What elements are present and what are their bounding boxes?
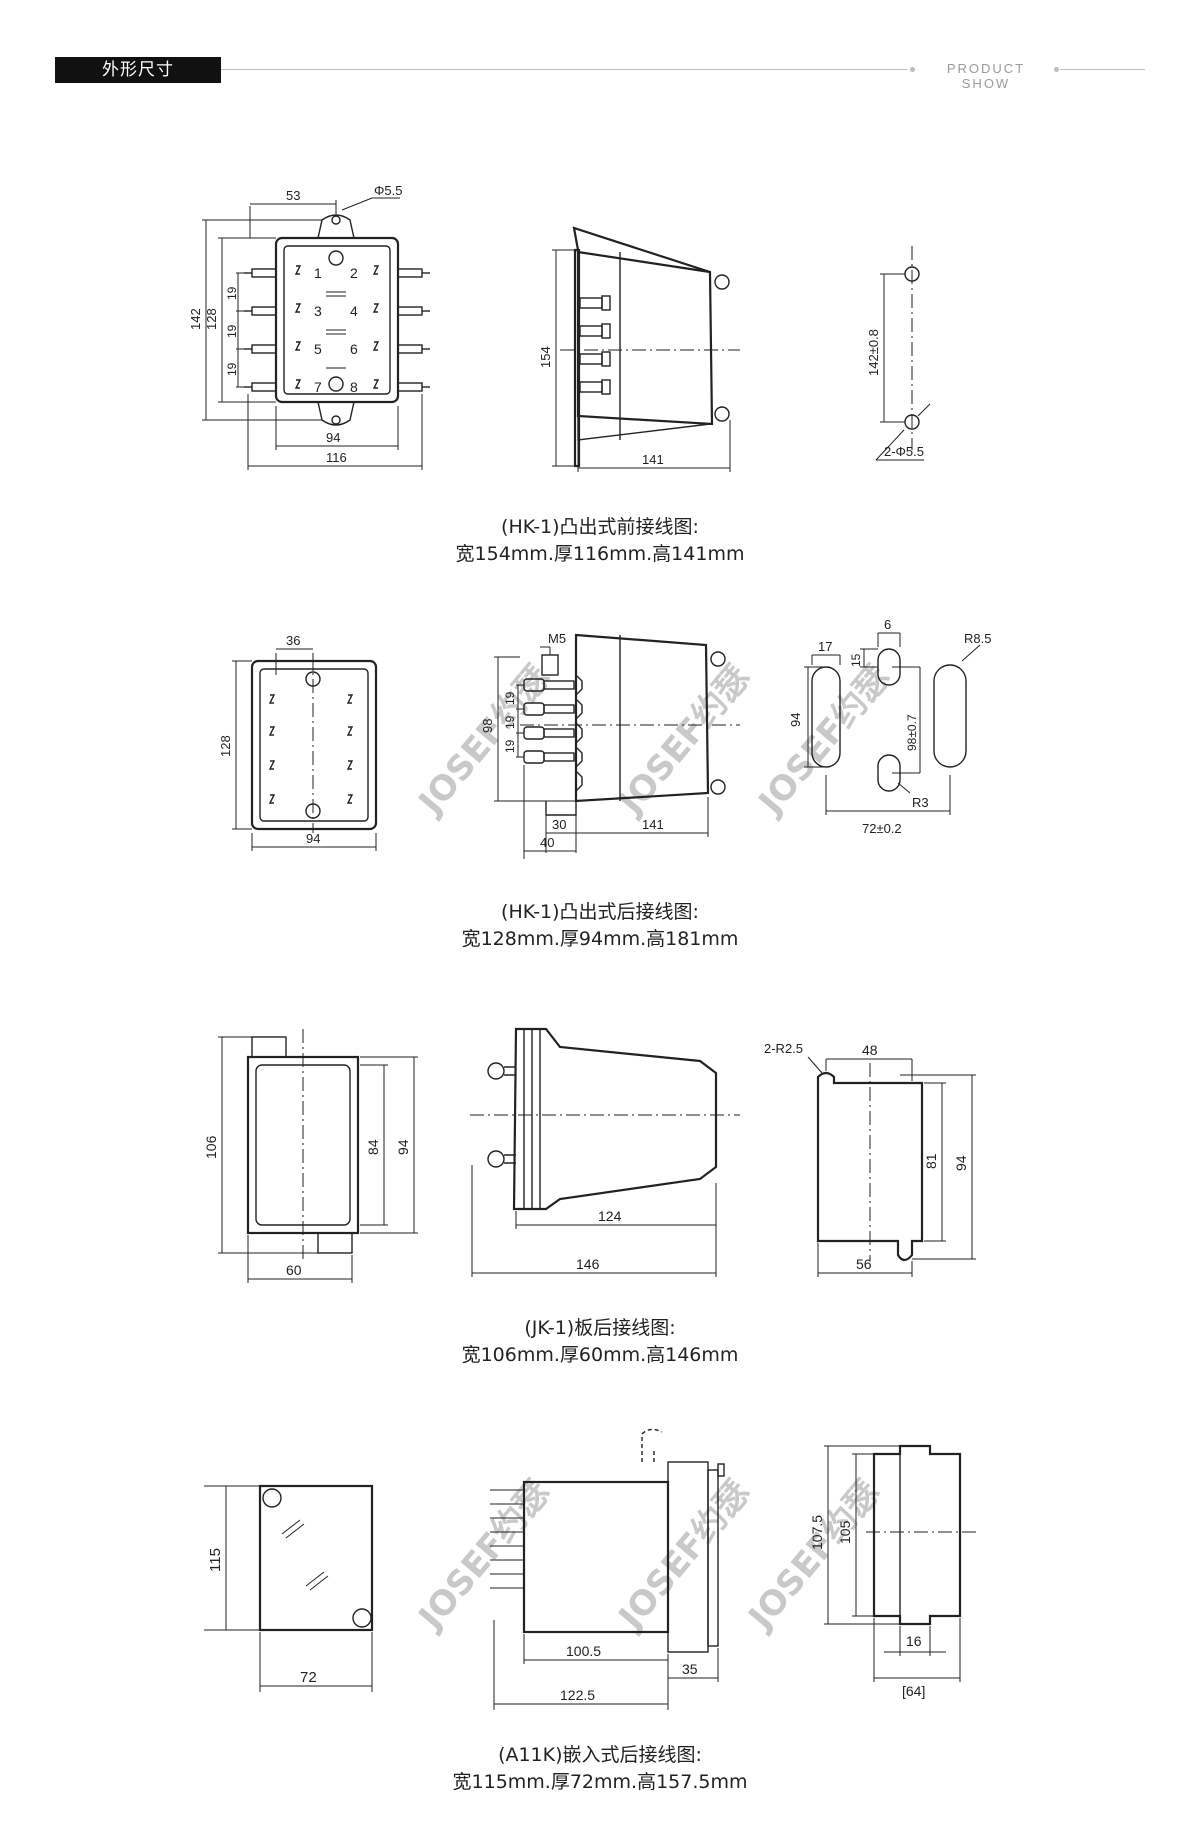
caption-jk1-title: (JK-1)板后接线图: bbox=[524, 1317, 676, 1339]
caption-a11k-title: (A11K)嵌入式后接线图: bbox=[498, 1744, 702, 1766]
dim-64: [64] bbox=[902, 1683, 925, 1699]
dim-60: 60 bbox=[286, 1262, 302, 1278]
dim-94: 94 bbox=[326, 430, 340, 445]
caption-jk1: (JK-1)板后接线图: 宽106mm.厚60mm.高146mm bbox=[0, 1315, 1200, 1369]
dim-19-b: 19 bbox=[225, 324, 239, 338]
dim-98: 98 bbox=[480, 719, 495, 733]
dim-128: 128 bbox=[218, 735, 233, 757]
dim-146: 146 bbox=[576, 1256, 600, 1272]
drawing-a11k: JOSEF约瑟 JOSEF约瑟 JOSEF约瑟 115 72 100.5 35 … bbox=[0, 1420, 1200, 1800]
dim-106: 106 bbox=[203, 1135, 219, 1159]
dim-m5: M5 bbox=[548, 631, 566, 646]
dim-124: 124 bbox=[598, 1208, 622, 1224]
watermark-5: JOSEF约瑟 bbox=[610, 1473, 758, 1639]
drawing-a11k-svg: JOSEF约瑟 JOSEF约瑟 JOSEF约瑟 115 72 100.5 35 … bbox=[204, 1428, 976, 1710]
dim-2-r2-5: 2-R2.5 bbox=[764, 1041, 803, 1056]
dim-107-5: 107.5 bbox=[809, 1515, 825, 1550]
dim-30: 30 bbox=[552, 817, 566, 832]
dim-100-5: 100.5 bbox=[566, 1643, 601, 1659]
header-dot-right bbox=[1054, 67, 1059, 72]
dim-142-tol: 142±0.8 bbox=[866, 329, 881, 376]
dim-94: 94 bbox=[306, 831, 320, 846]
caption-hk1-front: (HK-1)凸出式前接线图: 宽154mm.厚116mm.高141mm bbox=[0, 514, 1200, 568]
caption-hk1-rear: (HK-1)凸出式后接线图: 宽128mm.厚94mm.高181mm bbox=[0, 899, 1200, 953]
dim-94-b: 94 bbox=[788, 713, 803, 727]
dim-19-a: 19 bbox=[503, 691, 517, 705]
caption-hk1-front-size: 宽154mm.厚116mm.高141mm bbox=[455, 543, 745, 565]
dim-19-c: 19 bbox=[225, 362, 239, 376]
dim-72-tol: 72±0.2 bbox=[862, 821, 902, 836]
caption-a11k: (A11K)嵌入式后接线图: 宽115mm.厚72mm.高157.5mm bbox=[0, 1742, 1200, 1796]
terminal-2-label: 2 bbox=[350, 265, 358, 281]
dim-122-5: 122.5 bbox=[560, 1687, 595, 1703]
caption-hk1-front-title: (HK-1)凸出式前接线图: bbox=[501, 516, 699, 538]
caption-hk1-rear-title: (HK-1)凸出式后接线图: bbox=[501, 901, 699, 923]
terminal-5-label: 5 bbox=[314, 341, 322, 357]
watermark-4: JOSEF约瑟 bbox=[410, 1473, 558, 1639]
terminal-1-label: 1 bbox=[314, 265, 322, 281]
dim-115: 115 bbox=[207, 1548, 224, 1572]
terminal-6-label: 6 bbox=[350, 341, 358, 357]
drawing-jk1-svg: 106 84 94 60 124 146 2-R2.5 48 81 94 56 bbox=[203, 1027, 976, 1283]
header-divider-right bbox=[1060, 69, 1145, 70]
dim-phi-5-5: Φ5.5 bbox=[374, 183, 402, 198]
drawing-jk1: 106 84 94 60 124 146 2-R2.5 48 81 94 56 … bbox=[0, 1015, 1200, 1366]
terminal-7-label: 7 bbox=[314, 379, 322, 395]
a11k-cutout-outline bbox=[872, 1444, 962, 1626]
section-header: 外形尺寸 PRODUCT SHOW bbox=[0, 0, 1200, 110]
dim-40: 40 bbox=[540, 835, 554, 850]
dim-56: 56 bbox=[856, 1256, 872, 1272]
watermark-3: JOSEF约瑟 bbox=[750, 658, 898, 824]
cutout-slot-right bbox=[933, 664, 967, 768]
header-tag: PRODUCT SHOW bbox=[946, 61, 1026, 91]
terminal-4-label: 4 bbox=[350, 303, 358, 319]
rear-view-outline bbox=[250, 659, 378, 831]
dim-48: 48 bbox=[862, 1042, 878, 1058]
dim-r3: R3 bbox=[912, 795, 929, 810]
dim-81: 81 bbox=[923, 1153, 939, 1169]
dim-154: 154 bbox=[538, 346, 553, 368]
dim-94-b: 94 bbox=[953, 1155, 969, 1171]
jk1-side-body bbox=[512, 1027, 718, 1211]
header-divider bbox=[221, 69, 907, 70]
jk1-cutout-outline bbox=[816, 1071, 924, 1262]
watermark-6: JOSEF约瑟 bbox=[740, 1473, 888, 1639]
dim-35: 35 bbox=[682, 1661, 698, 1677]
dim-6: 6 bbox=[884, 617, 891, 632]
dim-53: 53 bbox=[286, 188, 300, 203]
dim-36: 36 bbox=[286, 633, 300, 648]
a11k-front-outline bbox=[258, 1484, 374, 1632]
dim-142: 142 bbox=[188, 308, 203, 330]
dim-19-a: 19 bbox=[225, 286, 239, 300]
dim-105: 105 bbox=[837, 1520, 853, 1544]
dim-17: 17 bbox=[818, 639, 832, 654]
caption-hk1-rear-size: 宽128mm.厚94mm.高181mm bbox=[461, 928, 739, 950]
dim-94: 94 bbox=[395, 1139, 411, 1155]
dim-141: 141 bbox=[642, 452, 664, 467]
dim-15: 15 bbox=[849, 653, 863, 667]
watermark-1: JOSEF约瑟 bbox=[410, 658, 558, 824]
dim-2-phi-5-5: 2-Φ5.5 bbox=[884, 444, 924, 459]
terminal-8-label: 8 bbox=[350, 379, 358, 395]
dim-116: 116 bbox=[326, 450, 347, 465]
drawing-hk1-front: 1 2 3 4 5 6 7 8 53 Φ5.5 142 128 19 19 19… bbox=[0, 180, 1200, 565]
section-title: 外形尺寸 bbox=[55, 57, 221, 83]
drawing-hk1-rear: JOSEF约瑟 JOSEF约瑟 JOSEF约瑟 36 128 94 bbox=[0, 615, 1200, 950]
dim-128: 128 bbox=[204, 308, 219, 330]
dim-72: 72 bbox=[300, 1669, 317, 1686]
terminal-3-label: 3 bbox=[314, 303, 322, 319]
dim-98-tol: 98±0.7 bbox=[905, 714, 919, 751]
header-dot-left bbox=[910, 67, 915, 72]
front-view-outline bbox=[274, 236, 400, 404]
dim-84: 84 bbox=[365, 1139, 381, 1155]
caption-jk1-size: 宽106mm.厚60mm.高146mm bbox=[461, 1344, 739, 1366]
dim-19-b: 19 bbox=[503, 715, 517, 729]
dim-r8-5: R8.5 bbox=[964, 631, 991, 646]
dim-16: 16 bbox=[906, 1633, 922, 1649]
dim-19-c: 19 bbox=[503, 739, 517, 753]
drawing-hk1-front-svg: 1 2 3 4 5 6 7 8 53 Φ5.5 142 128 19 19 19… bbox=[188, 183, 931, 472]
caption-a11k-size: 宽115mm.厚72mm.高157.5mm bbox=[452, 1771, 748, 1793]
dim-141: 141 bbox=[642, 817, 664, 832]
drawing-hk1-rear-svg: JOSEF约瑟 JOSEF约瑟 JOSEF约瑟 36 128 94 bbox=[218, 617, 991, 859]
